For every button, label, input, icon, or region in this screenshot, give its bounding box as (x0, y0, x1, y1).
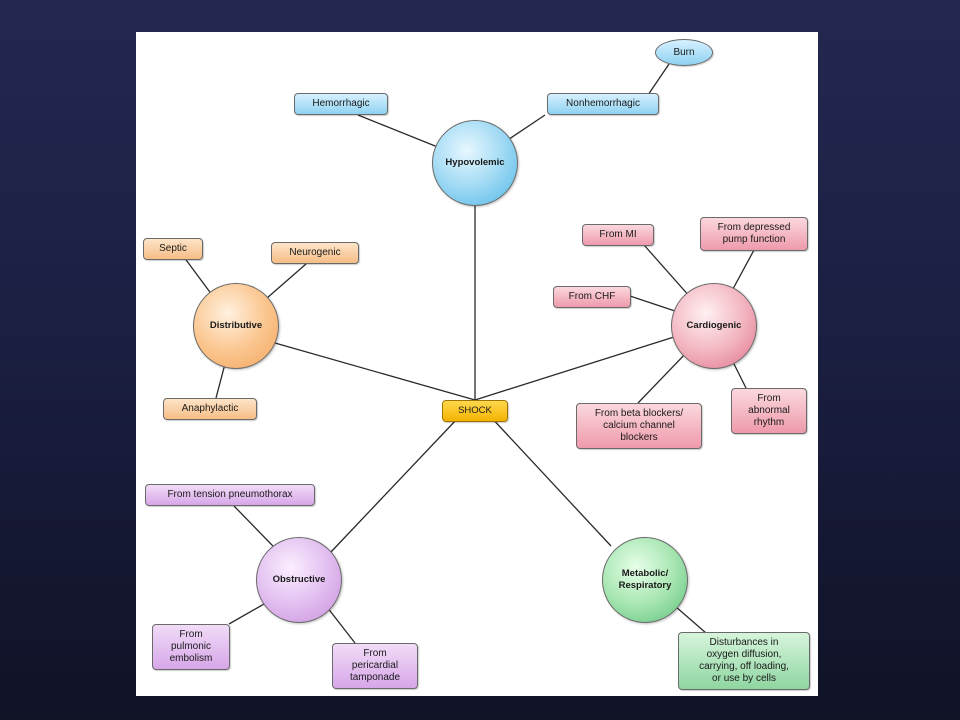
from-chf-node: From CHF (553, 286, 631, 308)
abnormal-rhythm-label: From abnormal rhythm (748, 393, 790, 428)
distributive-node: Distributive (193, 283, 279, 369)
cardiogenic-node: Cardiogenic (671, 283, 757, 369)
from-chf-label: From CHF (568, 291, 616, 302)
obstructive-label: Obstructive (272, 574, 326, 585)
neurogenic-label: Neurogenic (289, 247, 341, 258)
link-shock-metabolic (474, 399, 612, 547)
metabolic-respiratory-label: Metabolic/ Respiratory (618, 568, 672, 591)
hemorrhagic-label: Hemorrhagic (312, 98, 370, 109)
link-shock-distributive (274, 342, 476, 401)
obstructive-node: Obstructive (256, 537, 342, 623)
depressed-pump-label: From depressed pump function (717, 222, 791, 245)
beta-blockers-label: From beta blockers/ calcium channel bloc… (594, 408, 684, 443)
septic-node: Septic (143, 238, 203, 260)
from-mi-node: From MI (582, 224, 654, 246)
abnormal-rhythm-node: From abnormal rhythm (731, 388, 807, 434)
from-mi-label: From MI (599, 229, 637, 240)
disturbances-label: Disturbances in oxygen diffusion, carryi… (699, 637, 789, 684)
disturbances-node: Disturbances in oxygen diffusion, carryi… (678, 632, 810, 690)
pulmonic-embolism-node: From pulmonic embolism (152, 624, 230, 670)
depressed-pump-node: From depressed pump function (700, 217, 808, 251)
hypovolemic-node: Hypovolemic (432, 120, 518, 206)
nonhemorrhagic-node: Nonhemorrhagic (547, 93, 659, 115)
hemorrhagic-node: Hemorrhagic (294, 93, 388, 115)
pericardial-tamponade-node: From pericardial tamponade (332, 643, 418, 689)
tension-pneumothorax-label: From tension pneumothorax (167, 489, 293, 500)
link-nonhemorrhagic-burn (647, 63, 670, 96)
shock-center-node: SHOCK (442, 400, 508, 422)
pulmonic-embolism-label: From pulmonic embolism (169, 629, 213, 664)
anaphylactic-node: Anaphylactic (163, 398, 257, 420)
beta-blockers-node: From beta blockers/ calcium channel bloc… (576, 403, 702, 449)
hypovolemic-label: Hypovolemic (445, 157, 505, 168)
link-shock-cardiogenic (474, 336, 675, 401)
anaphylactic-label: Anaphylactic (181, 403, 239, 414)
cardiogenic-label: Cardiogenic (686, 320, 742, 331)
burn-node: Burn (655, 39, 713, 66)
tension-pneumothorax-node: From tension pneumothorax (145, 484, 315, 506)
diagram-canvas: SHOCK Hypovolemic Hemorrhagic Nonhemorrh… (136, 32, 818, 696)
metabolic-respiratory-node: Metabolic/ Respiratory (602, 537, 688, 623)
pericardial-tamponade-label: From pericardial tamponade (349, 648, 401, 683)
nonhemorrhagic-label: Nonhemorrhagic (566, 98, 640, 109)
septic-label: Septic (159, 243, 187, 254)
link-shock-obstructive (329, 399, 476, 554)
burn-label: Burn (673, 46, 695, 58)
neurogenic-node: Neurogenic (271, 242, 359, 264)
distributive-label: Distributive (209, 320, 263, 331)
shock-label: SHOCK (458, 405, 492, 416)
